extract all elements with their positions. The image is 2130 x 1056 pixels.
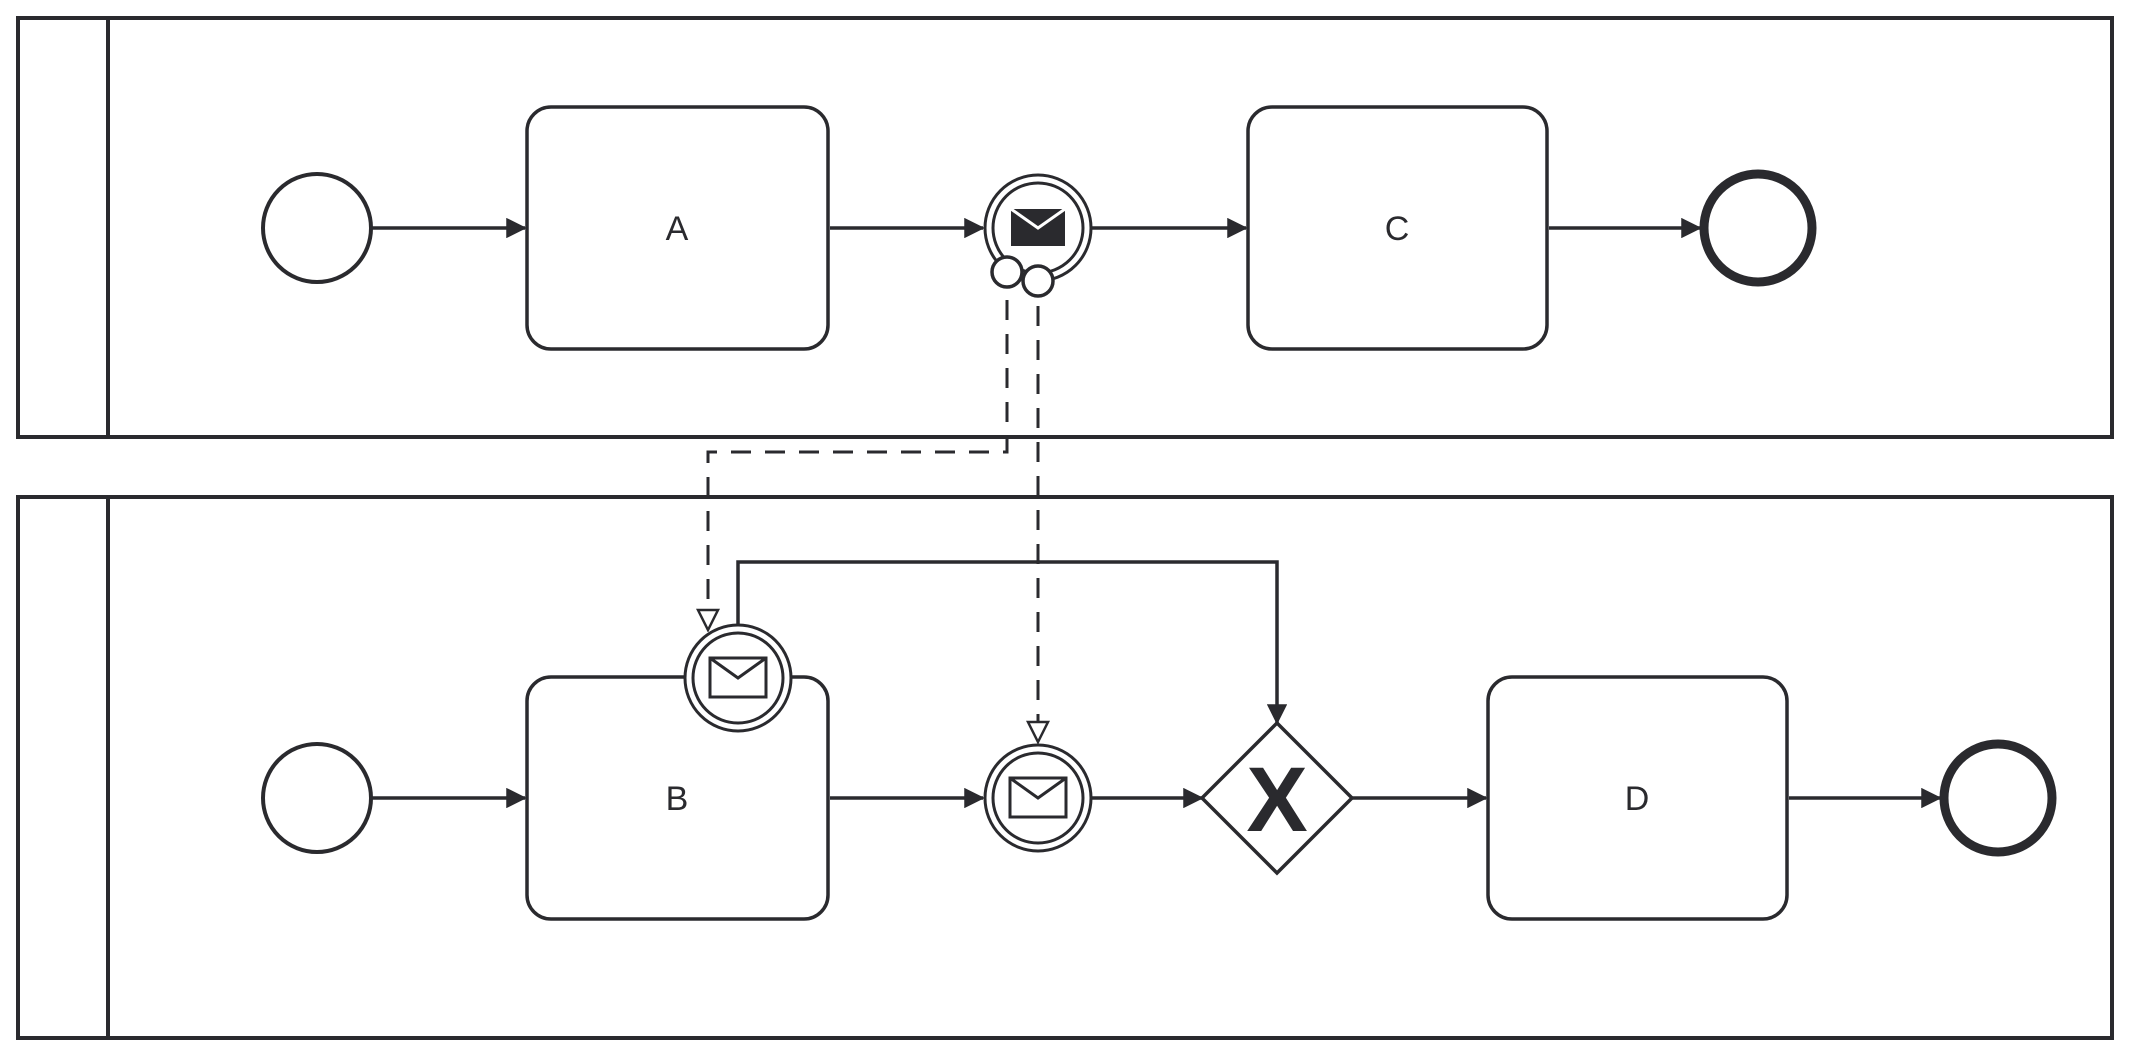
- bottom-intermediate-catch-message-event[interactable]: [983, 743, 1093, 853]
- message-flow-anchor-right: [1021, 264, 1055, 298]
- top-end-event[interactable]: [1699, 169, 1817, 287]
- sequence-flow-boundary-to-gateway[interactable]: [736, 560, 1277, 723]
- task-d-label: D: [1625, 780, 1650, 818]
- filled-envelope-icon: [1010, 207, 1066, 246]
- gateway-x-marker: X: [1246, 749, 1307, 851]
- task-b-label: B: [666, 780, 689, 818]
- message-flow-anchor-left: [990, 255, 1024, 289]
- task-c-shape: [1246, 105, 1549, 351]
- envelope-icon: [708, 656, 768, 699]
- gateway-diamond: [1199, 720, 1355, 876]
- task-d-shape: [1486, 675, 1789, 921]
- task-a-shape: [525, 105, 830, 351]
- task-b[interactable]: B: [525, 675, 830, 921]
- task-c-label: C: [1385, 210, 1410, 248]
- bottom-end-event[interactable]: [1939, 739, 2057, 857]
- message-flow-to-boundary[interactable]: [708, 300, 1009, 630]
- bottom-boundary-catch-message-event[interactable]: [683, 623, 793, 733]
- bottom-start-event[interactable]: [261, 742, 373, 854]
- task-d[interactable]: D: [1486, 675, 1789, 921]
- exclusive-gateway[interactable]: X: [1199, 720, 1355, 876]
- top-intermediate-throw-message-event[interactable]: [983, 173, 1093, 298]
- task-a-label: A: [666, 210, 689, 248]
- task-a[interactable]: A: [525, 105, 830, 351]
- envelope-icon: [1008, 776, 1068, 819]
- task-c[interactable]: C: [1246, 105, 1549, 351]
- task-b-shape: [525, 675, 830, 921]
- top-start-event[interactable]: [261, 172, 373, 284]
